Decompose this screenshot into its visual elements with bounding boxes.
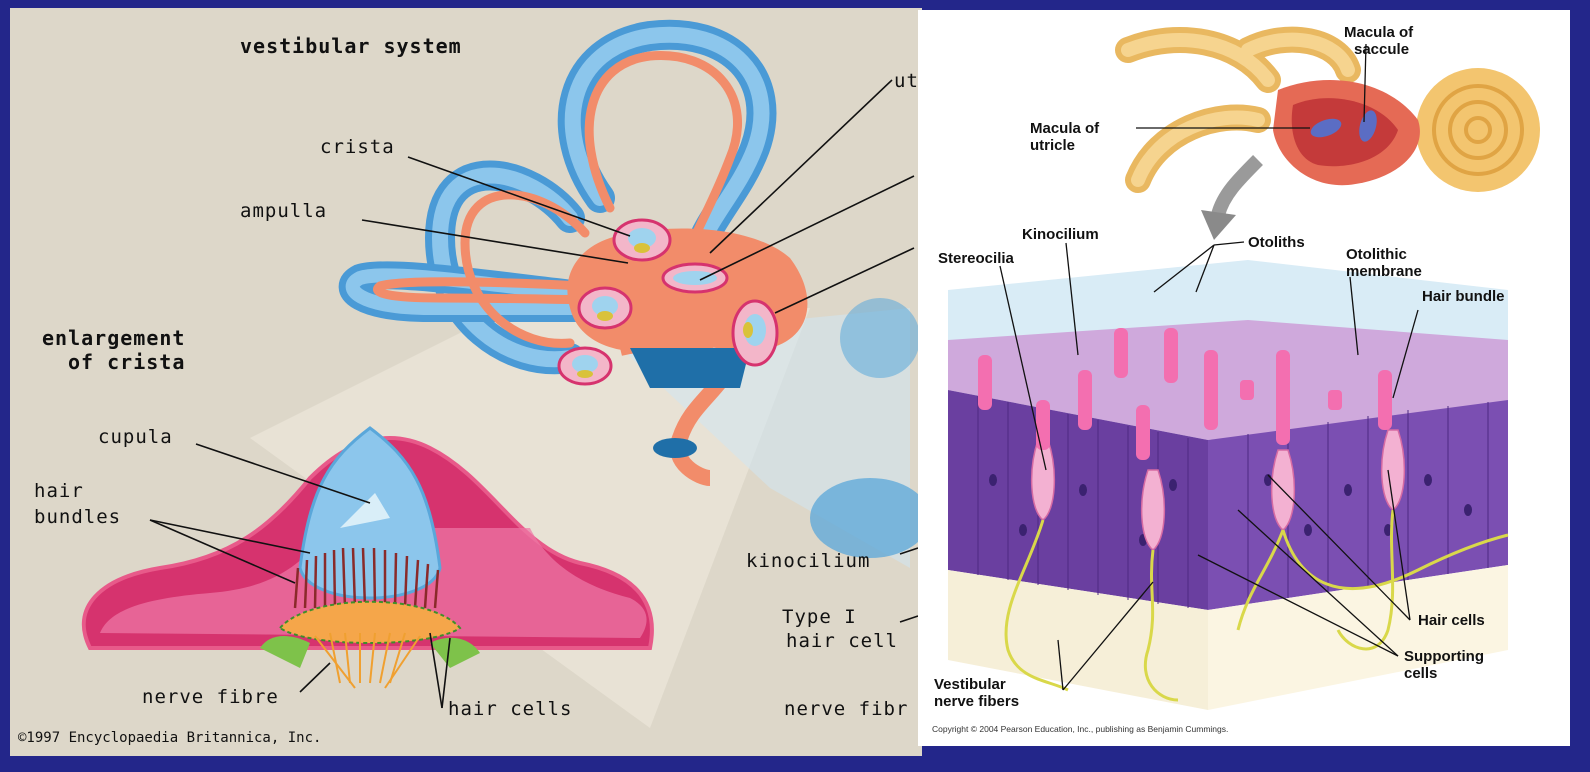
kinocilium-label: kinocilium [746,550,870,572]
otoliths-label: Otoliths [1248,234,1305,251]
macula-utricle-label-line1: Macula of [1030,120,1099,137]
left-diagram-panel: vestibular system crista ampulla ut enla… [10,8,922,756]
pearson-copyright: Copyright © 2004 Pearson Education, Inc.… [932,724,1228,734]
ampulla-label: ampulla [240,200,327,222]
hair-bundle-label: Hair bundle [1422,288,1505,305]
hair-bundles-label-line1: hair [34,480,84,502]
type-i-label-line1: Type I [782,606,857,628]
utricle-partial-label: ut [894,70,919,92]
macula-saccule-label-line2: saccule [1354,41,1409,58]
stereocilia-label: Stereocilia [938,250,1014,267]
hair-cells-label: hair cells [448,698,572,720]
nerve-fibre-partial-label: nerve fibr [784,698,908,720]
enlargement-label-line1: enlargement [42,326,185,350]
macula-illustration [918,10,1570,746]
vestibular-nerve-fibers-label-line1: Vestibular [934,676,1006,693]
vestibular-nerve-fibers-label-line2: nerve fibers [934,693,1019,710]
cupula-label: cupula [98,426,173,448]
hair-bundles-label-line2: bundles [34,506,121,528]
crista-label: crista [320,136,395,158]
vestibular-system-title: vestibular system [240,34,462,58]
nerve-fibre-label: nerve fibre [142,686,279,708]
right-diagram-panel: Macula of saccule Macula of utricle Kino… [918,10,1570,746]
kinocilium-label: Kinocilium [1022,226,1099,243]
enlargement-label-line2: of crista [68,350,185,374]
otolithic-membrane-label-line1: Otolithic [1346,246,1407,263]
hair-cells-label: Hair cells [1418,612,1485,629]
otolithic-membrane-label-line2: membrane [1346,263,1422,280]
macula-saccule-label-line1: Macula of [1344,24,1413,41]
britannica-copyright: ©1997 Encyclopaedia Britannica, Inc. [18,730,321,746]
supporting-cells-label-line2: cells [1404,665,1437,682]
type-i-label-line2: hair cell [786,630,898,652]
macula-utricle-label-line2: utricle [1030,137,1075,154]
supporting-cells-label-line1: Supporting [1404,648,1484,665]
